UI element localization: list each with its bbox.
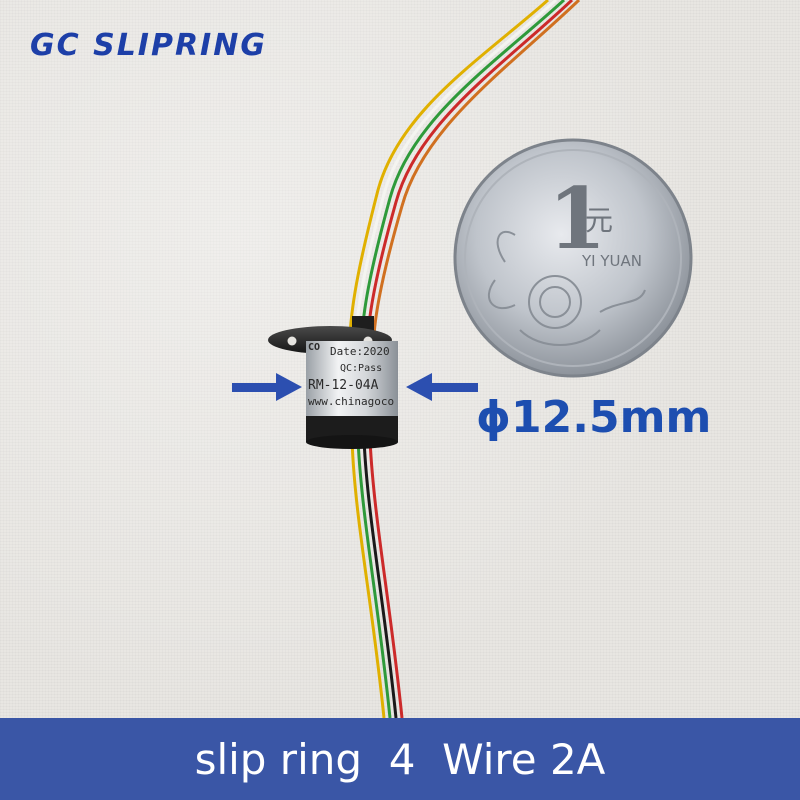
coin: 1 元 YI YUAN xyxy=(453,138,693,378)
slip-ring: CO Date:2020 QC:Pass RM-12-04A www.china… xyxy=(268,316,398,449)
coin-character: 元 xyxy=(585,204,613,237)
dimension-arrow-left xyxy=(232,373,302,401)
coin-romanized: YI YUAN xyxy=(581,252,642,270)
peony-flower-engraving xyxy=(488,230,646,346)
slip-ring-model: RM-12-04A xyxy=(308,378,379,393)
brand-logo: GC SLIPRING xyxy=(30,28,267,63)
slip-ring-logo: CO xyxy=(308,342,320,353)
diameter-label: ϕ12.5mm xyxy=(476,392,712,443)
slip-ring-website: www.chinagoco xyxy=(308,395,394,408)
upper-wire-bundle xyxy=(348,0,581,336)
lower-wire-bundle xyxy=(350,439,404,719)
caption-banner: slip ring 4 Wire 2A xyxy=(0,718,800,800)
slip-ring-housing xyxy=(306,341,398,421)
coin-denomination: 1 xyxy=(548,169,606,268)
caption-text: slip ring 4 Wire 2A xyxy=(194,734,606,784)
dimension-arrow-right xyxy=(406,373,478,401)
slip-ring-date: Date:2020 xyxy=(330,345,390,358)
slip-ring-qc: QC:Pass xyxy=(340,363,382,374)
